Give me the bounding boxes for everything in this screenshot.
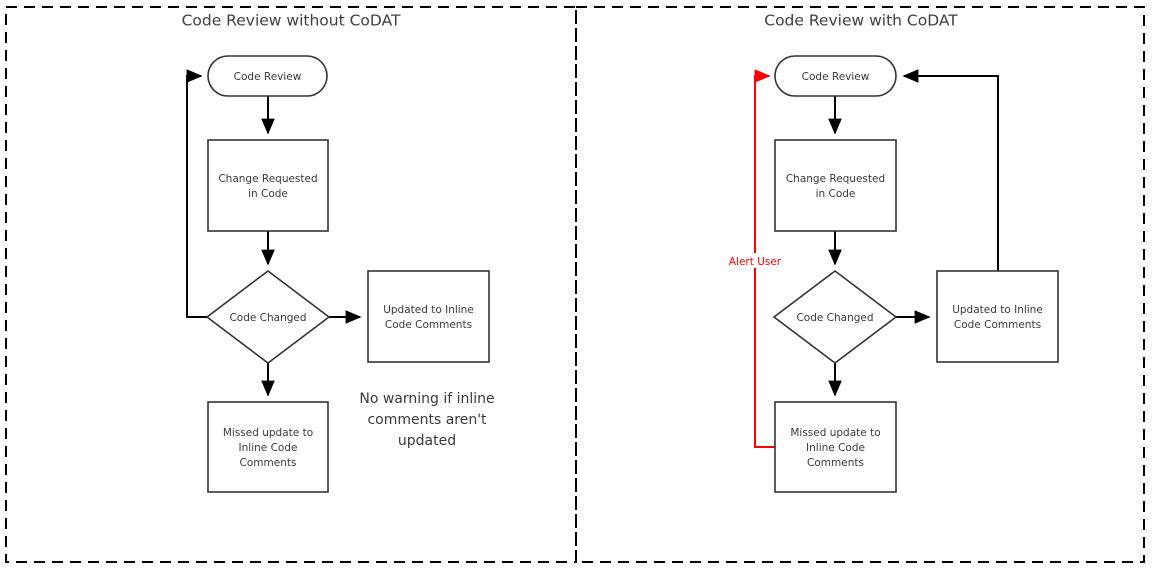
node-label-line: Code Changed	[229, 312, 306, 324]
node-label-line: Inline Code	[239, 442, 298, 454]
node-shape-rect	[207, 401, 329, 493]
node-shape-rect	[774, 401, 897, 493]
note-no-warning-note-line: updated	[398, 433, 456, 449]
panel-title: Code Review with CoDAT	[764, 12, 958, 30]
node-label-line: Missed update to	[790, 427, 880, 439]
node-code-changed[interactable]: Code Changed	[205, 269, 331, 365]
panel-frame	[575, 6, 1145, 563]
note-no-warning-note-line: comments aren't	[367, 412, 487, 428]
node-label-line: Code Review	[802, 71, 870, 83]
node-label-line: in Code	[248, 188, 288, 200]
node-shape-diamond	[772, 269, 898, 365]
edge-decision-loop-back	[186, 69, 207, 318]
node-label-line: Comments	[807, 457, 864, 469]
node-shape-rect	[367, 270, 490, 363]
node-label-line: Code Review	[234, 71, 302, 83]
node-label-line: in Code	[816, 188, 856, 200]
node-shape-rect	[207, 139, 329, 232]
node-change-requested-2[interactable]: Change Requested in Code	[774, 139, 897, 232]
node-shape-diamond	[205, 269, 331, 365]
node-label-line: Comments	[240, 457, 297, 469]
node-label-line: Missed update to	[223, 427, 313, 439]
edge-updated2-loop-back	[902, 69, 999, 271]
node-change-requested[interactable]: Change Requested in Code	[207, 139, 329, 232]
edge-label-backdrop	[725, 253, 785, 268]
node-shape-rect	[936, 270, 1059, 363]
node-shape-stadium	[774, 55, 897, 97]
node-label-line: Code Comments	[954, 319, 1041, 331]
node-code-review-2[interactable]: Code Review	[774, 55, 897, 97]
node-label-line: Updated to Inline	[952, 304, 1043, 316]
node-code-changed-2[interactable]: Code Changed	[772, 269, 898, 365]
node-shape-stadium	[207, 55, 328, 97]
panel-without-codat: Code Review without CoDAT Code ReviewChan…	[5, 6, 577, 563]
edge-label-alert-user-edge: Alert User	[729, 256, 782, 268]
node-label-line: Code Comments	[385, 319, 472, 331]
note-no-warning-note-line: No warning if inline	[359, 391, 494, 407]
node-label-line: Change Requested	[786, 173, 885, 185]
node-label-line: Inline Code	[806, 442, 865, 454]
panel-with-codat: Code Review with CoDAT Alert User Code Rev…	[575, 6, 1145, 563]
node-shape-rect	[774, 139, 897, 232]
node-code-review[interactable]: Code Review	[207, 55, 328, 97]
node-label-line: Updated to Inline	[383, 304, 474, 316]
node-label-line: Change Requested	[218, 173, 317, 185]
node-label-line: Code Changed	[796, 312, 873, 324]
panel-title: Code Review without CoDAT	[182, 12, 401, 30]
